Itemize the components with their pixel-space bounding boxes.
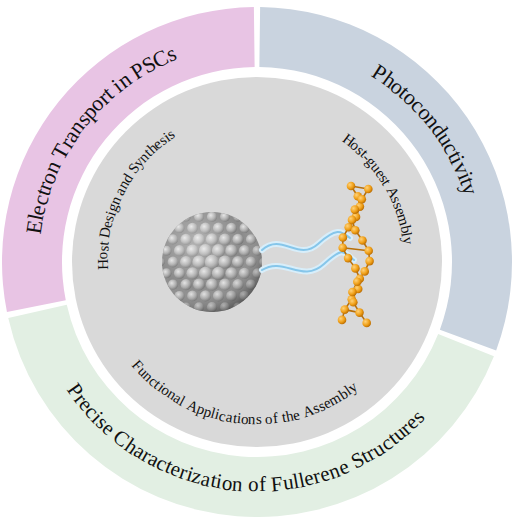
- molecule-atom: [340, 305, 349, 314]
- molecule-atom: [364, 247, 373, 256]
- arc-label: Host-guest Assembly: [339, 132, 416, 249]
- molecule-atom: [355, 308, 364, 317]
- interaction-line: [262, 232, 350, 250]
- molecule-atom: [365, 257, 374, 266]
- glyph: y: [399, 236, 415, 246]
- molecule-atom: [353, 277, 362, 286]
- fullerene-base: [162, 212, 262, 312]
- glyph: n: [232, 473, 244, 495]
- glyph: [242, 474, 248, 495]
- molecule-atom: [351, 205, 360, 214]
- molecule-atom: [348, 216, 357, 225]
- molecule-atom: [348, 288, 357, 297]
- arc-label: Precise Characterization of Fullerene St…: [63, 379, 429, 496]
- interaction-glow: [262, 232, 350, 250]
- molecule-atom: [338, 316, 347, 325]
- glyph: s: [96, 245, 111, 252]
- molecule-atom: [360, 267, 369, 276]
- interaction-lines: [262, 232, 354, 271]
- glyph: o: [95, 251, 110, 259]
- glyph: f: [272, 411, 279, 426]
- arc-label: Host Design and Synthesis: [95, 126, 180, 273]
- glyph: o: [240, 412, 249, 428]
- molecule-atom: [349, 298, 358, 307]
- molecule-atom: [364, 185, 373, 194]
- molecule-atom: [344, 254, 353, 263]
- glyph: f: [258, 474, 265, 495]
- glyph: H: [95, 259, 110, 270]
- host-molecule: [338, 182, 374, 328]
- molecule-atom: [339, 233, 348, 242]
- interaction-glow: [262, 252, 354, 271]
- glyph: s: [256, 412, 262, 427]
- arc-label: Functional Applications of the Assembly: [129, 357, 362, 429]
- molecule-atom: [358, 236, 367, 245]
- interaction-line: [262, 252, 354, 271]
- glyph: n: [248, 412, 256, 427]
- molecule-atom: [351, 264, 360, 273]
- molecule-atom: [338, 244, 347, 253]
- fullerene-shading: [162, 212, 262, 312]
- molecule-atom: [358, 195, 367, 204]
- molecule-atom: [347, 182, 356, 191]
- fullerene-facets: [155, 212, 269, 313]
- glyph: o: [248, 474, 259, 495]
- molecule-atom: [351, 226, 360, 235]
- core-circle-fill: [72, 77, 442, 447]
- molecule-atom: [362, 319, 371, 328]
